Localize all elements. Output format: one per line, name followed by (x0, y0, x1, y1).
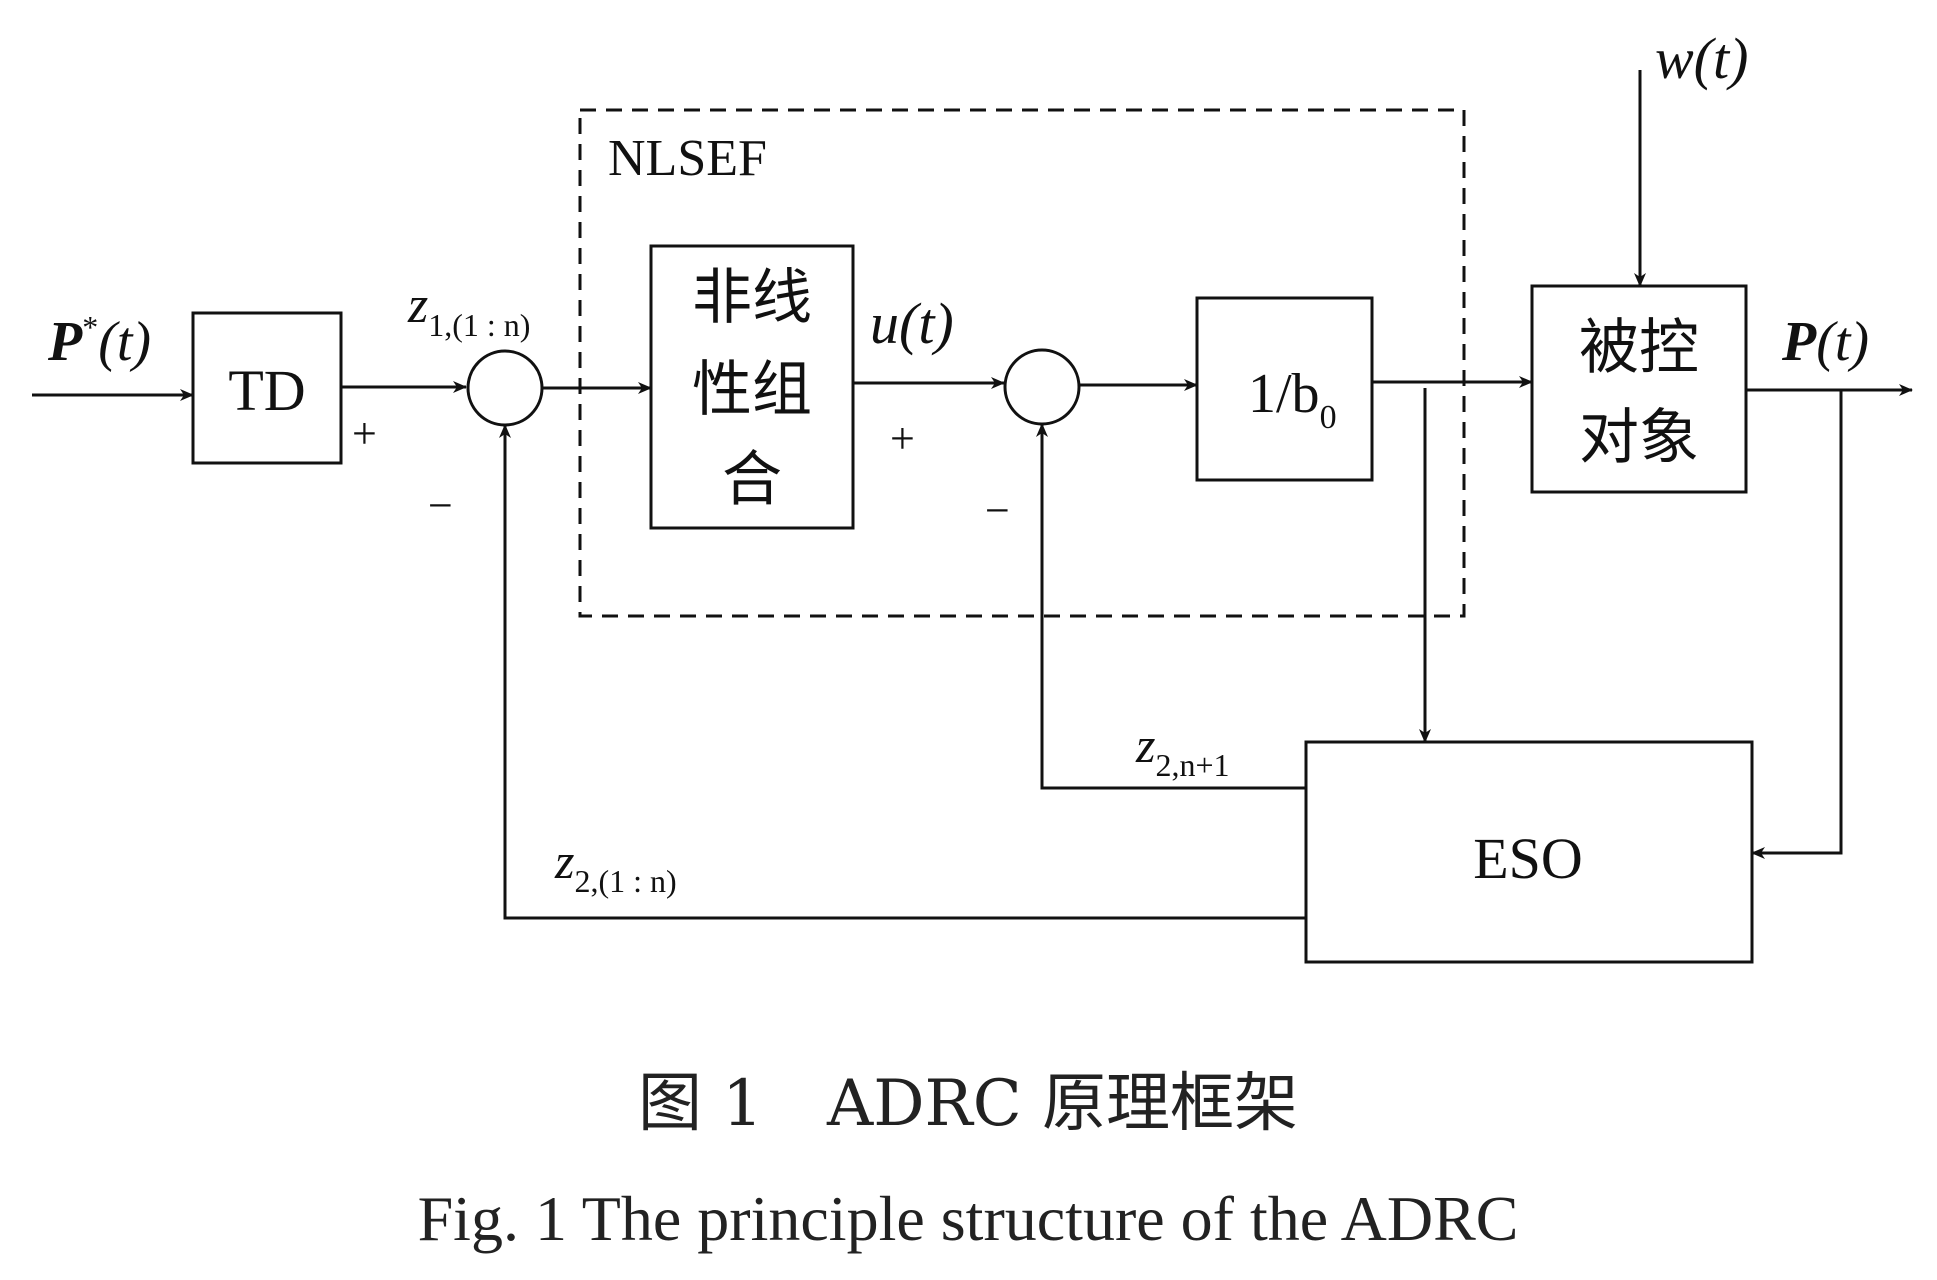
plant-line-1: 被控 (1579, 313, 1699, 383)
minus-sign-1: − (428, 481, 453, 530)
caption-chinese: 图 1 ADRC 原理框架 (638, 1067, 1298, 1141)
plus-sign-1: + (352, 409, 377, 458)
z2-label: z2,(1 : n) (554, 833, 677, 899)
td-label: TD (228, 358, 305, 423)
output-to-eso-arrow (1751, 390, 1843, 859)
nlsef-dashed-region (578, 108, 1466, 618)
disturbance-label: w(t) (1655, 26, 1748, 91)
nonlinear-line-1: 非线 (692, 263, 812, 333)
summing-junction-1 (466, 349, 544, 427)
nonlinear-line-2: 性组 (692, 355, 812, 425)
plant-line-2: 对象 (1579, 403, 1699, 473)
gain-label: 1/b0 (1248, 363, 1337, 436)
nonlinear-combination-block (649, 244, 855, 530)
eso-to-sum2-arrow (1036, 423, 1306, 790)
td-block (191, 311, 343, 465)
input-label: P*(t) (47, 309, 151, 373)
nonlinear-line-3: 合 (722, 445, 782, 515)
z2n1-label: z2,n+1 (1135, 717, 1230, 783)
caption-english: Fig. 1 The principle structure of the AD… (418, 1183, 1519, 1254)
plant-block (1530, 284, 1748, 494)
eso-to-sum1-arrow (499, 424, 1306, 920)
eso-block (1304, 740, 1754, 964)
z1-label: z1,(1 : n) (407, 277, 530, 343)
output-label: P(t) (1781, 311, 1869, 373)
u-label: u(t) (870, 291, 954, 356)
minus-sign-2: − (985, 486, 1010, 535)
nlsef-label: NLSEF (608, 130, 767, 187)
gain-block (1195, 296, 1374, 482)
summing-junction-2 (1003, 348, 1081, 426)
plus-sign-2: + (890, 414, 915, 463)
eso-label: ESO (1473, 826, 1583, 891)
